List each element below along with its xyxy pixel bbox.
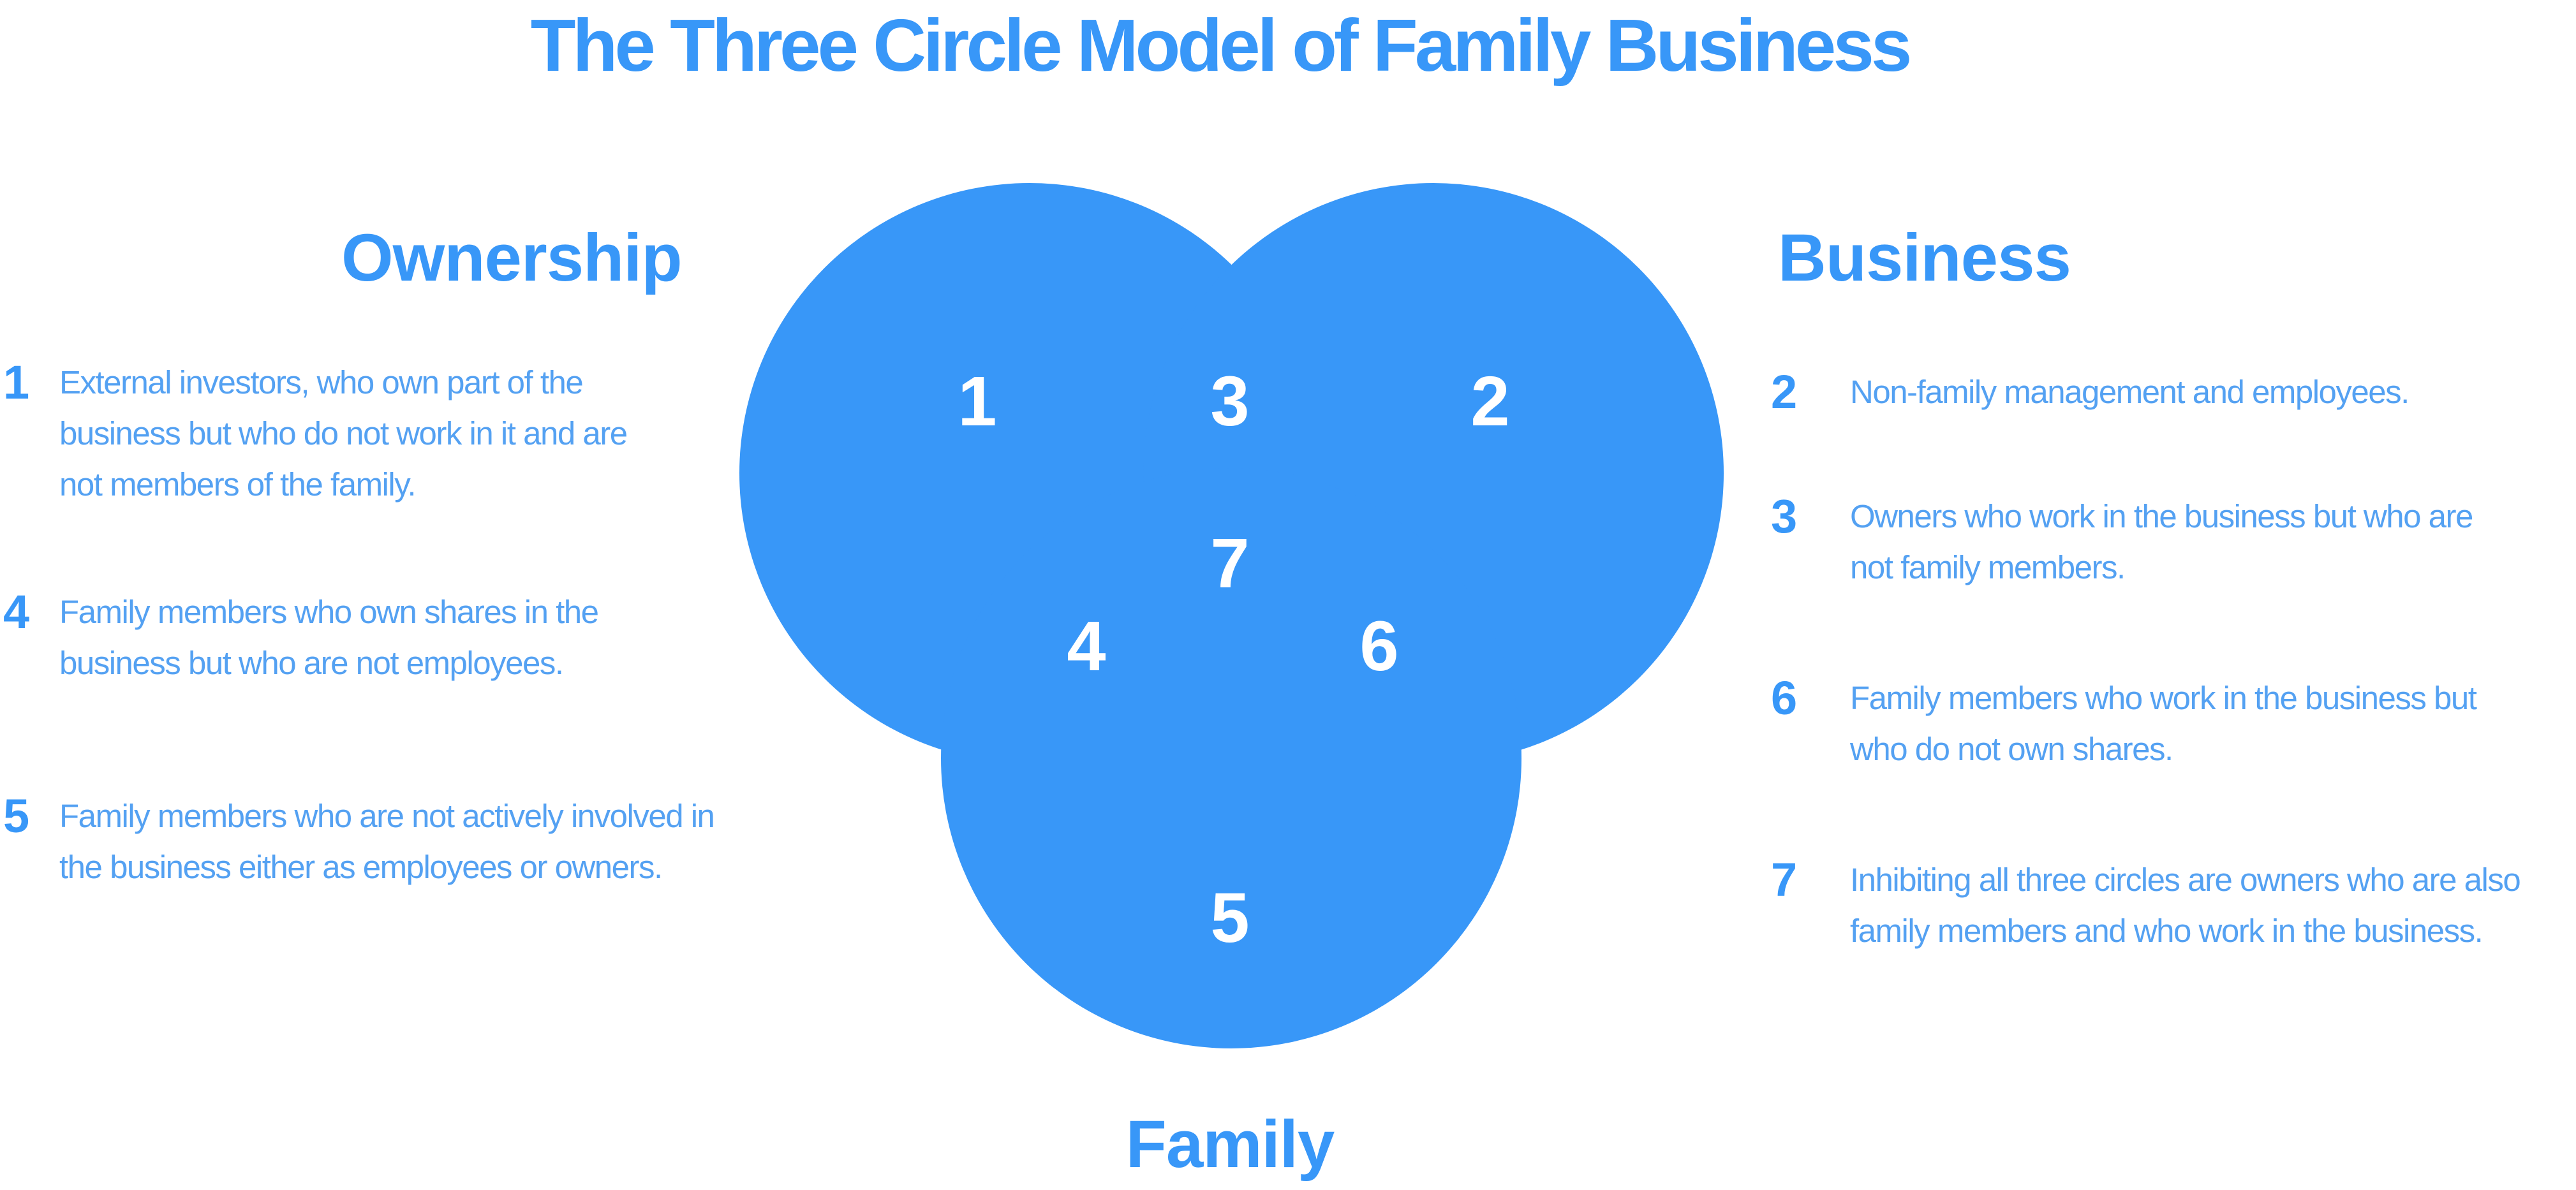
- legend-item-3: 3 Owners who work in the business but wh…: [1771, 491, 2576, 593]
- legend-item-6: 6 Family members who work in the busines…: [1771, 673, 2576, 775]
- legend-item-5-text: Family members who are not actively invo…: [59, 798, 715, 885]
- legend-item-7-number: 7: [1771, 853, 1798, 906]
- legend-item-5-number: 5: [3, 790, 30, 842]
- page-title: The Three Circle Model of Family Busines…: [530, 4, 1913, 87]
- legend-item-6-text: Family members who work in the business …: [1850, 680, 2477, 767]
- legend-item-2-number: 2: [1771, 365, 1798, 418]
- region-number-4: 4: [1067, 607, 1106, 686]
- region-number-5: 5: [1210, 879, 1250, 957]
- legend-item-4-text: Family members who own shares in the bus…: [59, 594, 599, 681]
- family-circle: [941, 468, 1521, 1048]
- ownership-label: Ownership: [341, 221, 683, 295]
- legend-item-7: 7 Inhibiting all three circles are owner…: [1771, 855, 2576, 957]
- legend-item-7-text: Inhibiting all three circles are owners …: [1850, 862, 2521, 949]
- legend-item-1-number: 1: [3, 356, 30, 409]
- legend-item-1-text: External investors, who own part of the …: [59, 364, 628, 503]
- region-number-3: 3: [1210, 362, 1250, 441]
- legend-item-3-number: 3: [1771, 490, 1798, 543]
- region-number-6: 6: [1359, 607, 1399, 686]
- legend-item-4: 4 Family members who own shares in the b…: [3, 587, 801, 689]
- region-number-1: 1: [958, 362, 997, 441]
- legend-item-3-text: Owners who work in the business but who …: [1850, 498, 2473, 585]
- legend-item-2-text: Non-family management and employees.: [1850, 374, 2409, 410]
- legend-item-4-number: 4: [3, 585, 30, 638]
- business-label: Business: [1778, 221, 2071, 295]
- legend-item-6-number: 6: [1771, 672, 1798, 724]
- legend-item-1: 1 External investors, who own part of th…: [3, 357, 801, 510]
- region-number-7: 7: [1210, 524, 1250, 603]
- legend-item-5: 5 Family members who are not actively in…: [3, 791, 864, 893]
- legend-item-2: 2 Non-family management and employees.: [1771, 367, 2576, 418]
- region-number-2: 2: [1470, 362, 1510, 441]
- family-label: Family: [1125, 1107, 1335, 1182]
